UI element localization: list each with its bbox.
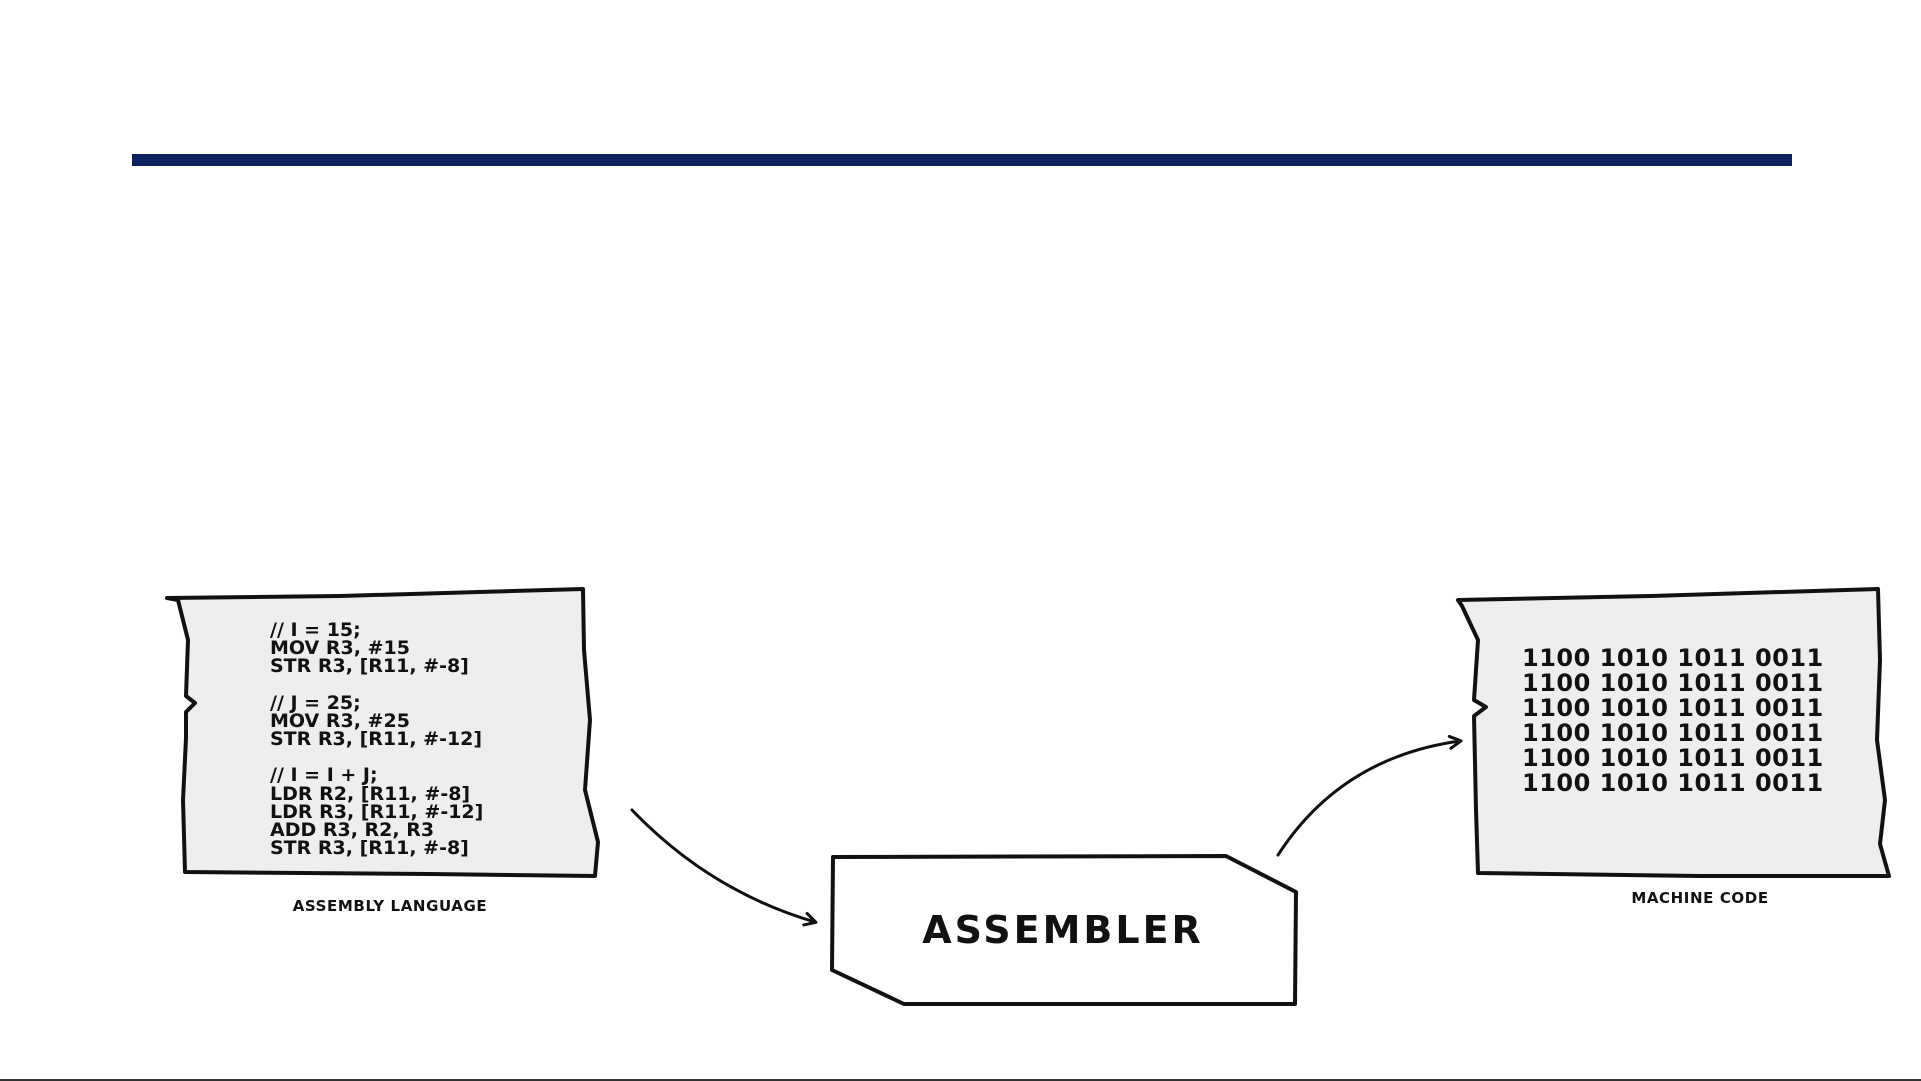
assembly-line: // J = 25; <box>270 692 361 714</box>
machine-code-line: 1100 1010 1011 0011 <box>1522 719 1824 747</box>
arrow-to-assembler <box>630 808 818 927</box>
assembly-paper-sheet <box>165 587 600 878</box>
assembly-code-lines: // I = 15; MOV R3, #15 STR R3, [R11, #-8… <box>270 619 483 859</box>
slide-title-bar <box>132 154 1792 166</box>
assembly-line: STR R3, [R11, #-8] <box>270 837 469 859</box>
assembly-line: LDR R3, [R11, #-12] <box>270 801 483 823</box>
arrow-to-machine-code <box>1276 734 1463 857</box>
assembly-language-document: // I = 15; MOV R3, #15 STR R3, [R11, #-8… <box>165 587 600 878</box>
assembly-line: ADD R3, R2, R3 <box>270 819 434 841</box>
machine-paper-sheet <box>1456 587 1891 878</box>
machine-code-lines: 1100 1010 1011 0011 1100 1010 1011 0011 … <box>1522 644 1824 797</box>
assembler-box-shape <box>830 854 1298 1006</box>
machine-code-line: 1100 1010 1011 0011 <box>1522 669 1824 697</box>
assembly-language-caption: ASSEMBLY LANGUAGE <box>293 897 488 915</box>
assembly-line: STR R3, [R11, #-8] <box>270 655 469 677</box>
machine-code-document: 1100 1010 1011 0011 1100 1010 1011 0011 … <box>1456 587 1891 878</box>
assembly-line: // I = I + J; <box>270 764 378 786</box>
assembly-line: STR R3, [R11, #-12] <box>270 728 482 750</box>
machine-code-line: 1100 1010 1011 0011 <box>1522 694 1824 722</box>
assembly-line: MOV R3, #25 <box>270 710 410 732</box>
assembly-line: // I = 15; <box>270 619 361 641</box>
bottom-rule <box>0 1079 1921 1081</box>
assembler-label: ASSEMBLER <box>922 908 1204 952</box>
assembly-line: LDR R2, [R11, #-8] <box>270 783 470 805</box>
assembly-line: MOV R3, #15 <box>270 637 410 659</box>
machine-code-caption: MACHINE CODE <box>1631 889 1768 907</box>
machine-code-line: 1100 1010 1011 0011 <box>1522 644 1824 672</box>
machine-code-line: 1100 1010 1011 0011 <box>1522 769 1824 797</box>
machine-code-line: 1100 1010 1011 0011 <box>1522 744 1824 772</box>
assembler-box: ASSEMBLER <box>830 854 1298 1006</box>
